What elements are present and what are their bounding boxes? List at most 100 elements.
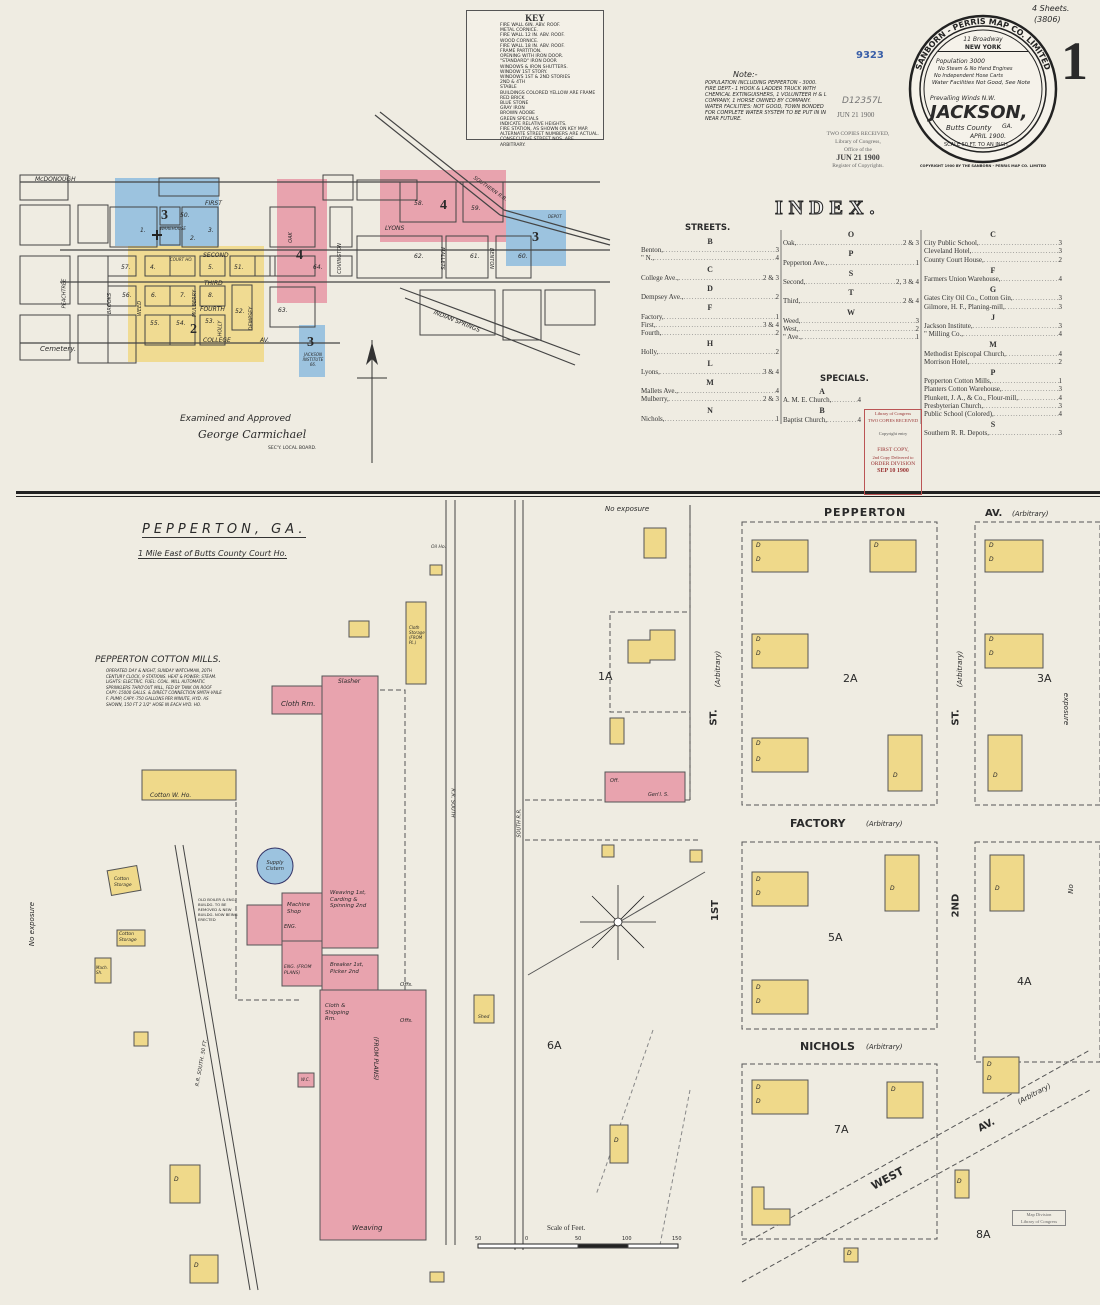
- dwelling-label: D: [847, 1250, 852, 1257]
- street-arbitrary: (Arbitrary): [714, 650, 723, 688]
- mill-description: OPERATED DAY & NIGHT, SUNDAY WATCHMAN, 2…: [106, 668, 222, 707]
- mill-label: Slasher: [338, 678, 361, 685]
- section-divider-thin: [16, 496, 1100, 497]
- key-line: FRAME PARTITION.: [500, 49, 542, 55]
- key-map-blocks: [19, 174, 596, 364]
- street-label: COLLEGE: [203, 337, 231, 344]
- seal-winds: Prevailing Winds N.W.: [930, 95, 996, 102]
- accession-stamp: D12357L: [842, 96, 883, 106]
- index-entry-sheet: 4: [1058, 410, 1063, 419]
- key-line: BLUE STONE: [500, 101, 529, 107]
- index-entry-sheet: 3: [1058, 247, 1063, 256]
- index-entry-name: Weed,: [783, 316, 801, 325]
- index-entry-sheet: 4: [775, 254, 780, 263]
- stamp-line: Office of the: [844, 147, 872, 153]
- railroad-label: R.R. SOUTH: [449, 788, 456, 818]
- mill-label: Offs.: [400, 1018, 413, 1024]
- index-entry-name: Dempsey Ave.,: [641, 293, 684, 302]
- seal-town: JACKSON,: [930, 102, 1028, 123]
- index-entry-sheet: 4: [1058, 330, 1063, 339]
- stamp-line: Copyright entry: [878, 431, 908, 436]
- path-line: [659, 1089, 691, 1246]
- dwelling-label: D: [756, 890, 761, 897]
- seal-copyright: COPYRIGHT 1900 BY THE SANBORN - PERRIS M…: [919, 164, 1047, 168]
- index-entry-sheet: 1: [775, 312, 780, 321]
- dwelling-label: D: [993, 772, 998, 779]
- pepperton-map: [94, 500, 1100, 1291]
- index-letter-heading: W: [847, 307, 855, 317]
- index-entry-sheet: 4: [775, 387, 780, 396]
- index-entry-sheet: 2: [775, 329, 780, 338]
- index-leader-dots: [660, 368, 763, 376]
- path-line: [595, 1029, 654, 1196]
- index-leader-dots: [984, 256, 1059, 264]
- block-number: 59.: [471, 205, 481, 212]
- seal-scale: SCALE 50 FT. TO AN INCH.: [944, 142, 1010, 148]
- block-number: 60.: [518, 253, 528, 260]
- index-entry-sheet: 1: [915, 333, 920, 342]
- index-entry: Gates City Oil Co., Cotton Gin,3: [924, 294, 1062, 302]
- index-leader-dots: [661, 329, 775, 337]
- index-entry-sheet: 2: [915, 325, 920, 334]
- scale-bar-fill: [577, 1243, 629, 1249]
- block-number: 2.: [190, 235, 196, 242]
- key-line: WINDOWS & IRON SHUTTERS.: [500, 64, 568, 70]
- index-letter-heading: C: [707, 264, 713, 274]
- note-line: FIRE DEPT.- 1 HOOK & LADDER TRUCK WITH C…: [705, 86, 827, 104]
- key-line: FIRE STATION, AS SHOWN ON KEY MAP.: [500, 127, 589, 133]
- scale-tick: 100: [622, 1236, 632, 1242]
- block-number: 58.: [414, 200, 424, 207]
- no-exposure-label: No exposure: [605, 505, 650, 513]
- dwelling-label: D: [893, 772, 898, 779]
- stamp-line: Map Division: [1026, 1212, 1052, 1217]
- index-entry: Planters Cotton Warehouse,3: [924, 385, 1062, 393]
- street-label: THIRD: [204, 280, 223, 287]
- dwelling-label: D: [194, 1262, 199, 1269]
- dwelling-label: D: [756, 636, 761, 643]
- mill-label: ENG.: [284, 924, 297, 930]
- block-number: 5.: [208, 264, 214, 271]
- seal-county: Butts County: [946, 124, 992, 132]
- street-arbitrary: (Arbitrary): [866, 820, 903, 828]
- index-leader-dots: [683, 293, 775, 301]
- mill-label: Gen'l. S.: [648, 792, 669, 798]
- block-number: 1.: [140, 227, 146, 234]
- index-letter-heading: J: [991, 312, 995, 322]
- index-entry-name: First,: [641, 320, 656, 329]
- fire-station-icon: [152, 230, 162, 240]
- note-title: Note:-: [733, 70, 758, 79]
- mill-label: Oil Ho.: [431, 545, 447, 550]
- street-arbitrary: (Arbitrary): [1012, 510, 1049, 518]
- key-line: STABLE: [500, 85, 517, 91]
- index-entry: Oak,2 & 3: [783, 239, 919, 247]
- street-label: LYONS: [385, 225, 405, 232]
- dwelling-label: D: [756, 740, 761, 747]
- block-number: 53.: [205, 318, 215, 325]
- mill-label: Weaving 1st, Carding & Spinning 2nd: [330, 890, 367, 909]
- dwelling-label: D: [756, 984, 761, 991]
- street-label: AV.: [260, 337, 270, 344]
- mill-title: PEPPERTON COTTON MILLS.: [95, 655, 222, 665]
- index-entry-name: Fourth,: [641, 329, 662, 338]
- stamp-line: FIRST COPY,: [877, 447, 909, 453]
- mill-label: Supply Cistern: [266, 860, 284, 872]
- street-label: FIRST: [205, 200, 222, 207]
- index-entry-name: Holly,: [641, 348, 659, 357]
- index-leader-dots: [979, 239, 1059, 247]
- stamp-line: SEP 10 1900: [877, 468, 909, 474]
- seal-water: Water Facilities Not Good, See Note: [932, 80, 1031, 86]
- supply-cistern-icon: [256, 847, 294, 885]
- index-leader-dots: [799, 325, 916, 333]
- street-1st-st: ST.: [708, 709, 720, 726]
- index-entry-sheet: 3: [1058, 239, 1063, 248]
- index-leader-dots: [801, 317, 916, 325]
- note-line: POPULATION INCLUDING PEPPERTON - 3000.: [705, 80, 817, 86]
- index-letter-heading: S: [990, 420, 996, 430]
- sheet-number: 1: [1061, 31, 1088, 91]
- index-entry: " N.,4: [641, 254, 779, 262]
- index-leader-dots: [669, 395, 763, 403]
- dwelling-label: D: [874, 542, 879, 549]
- street-label: BENTON: [488, 247, 495, 270]
- pepperton-title: PEPPERTON, GA.: [142, 522, 307, 538]
